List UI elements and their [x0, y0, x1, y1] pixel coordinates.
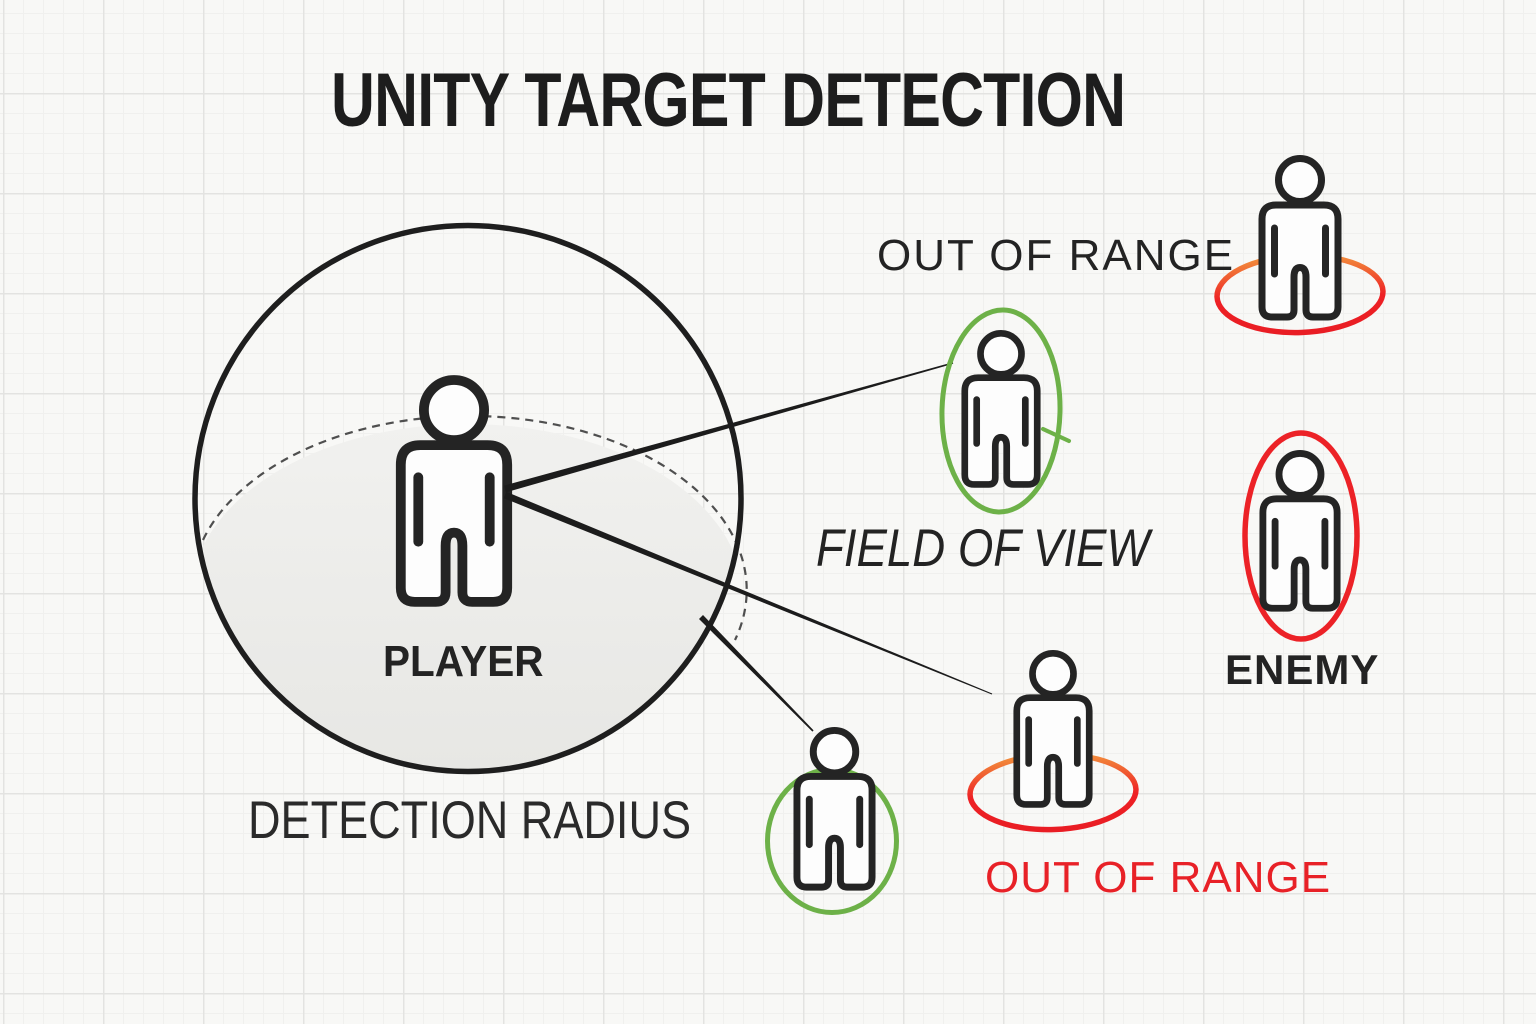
- raycast-line-icon: [699, 615, 814, 732]
- ground-plane-dashed-outline-icon: [202, 414, 748, 641]
- field-of-view-label: FIELD OF VIEW: [816, 519, 1150, 578]
- enemy-red-ellipse-icon: [1242, 430, 1360, 642]
- detection-radius-label: DETECTION RADIUS: [248, 791, 692, 850]
- green-ellipse-tick-icon: [1041, 427, 1071, 443]
- enemy-label: ENEMY: [1225, 646, 1380, 693]
- enemy-in-range-bottom-icon: [797, 730, 872, 887]
- fov-upper-line-icon: [504, 362, 954, 493]
- enemy-out-of-range-top-icon: [1262, 159, 1338, 318]
- enemy-out-of-range-bottom-icon: [1017, 653, 1089, 804]
- enemy-right-icon: [1263, 453, 1337, 608]
- detection-radius-circle-icon: [192, 222, 744, 775]
- in-view-green-ellipse-icon: [939, 307, 1063, 515]
- player-label: PLAYER: [383, 637, 544, 686]
- enemy-in-view-icon: [965, 333, 1037, 484]
- page-title: UNITY TARGET DETECTION: [331, 58, 1126, 143]
- out-of-range-bottom-label: OUT OF RANGE: [985, 853, 1332, 902]
- out-of-range-top-label: OUT OF RANGE: [877, 231, 1236, 280]
- fov-lower-line-icon: [503, 491, 993, 695]
- out-of-range-ring-bottom-icon: [967, 751, 1139, 833]
